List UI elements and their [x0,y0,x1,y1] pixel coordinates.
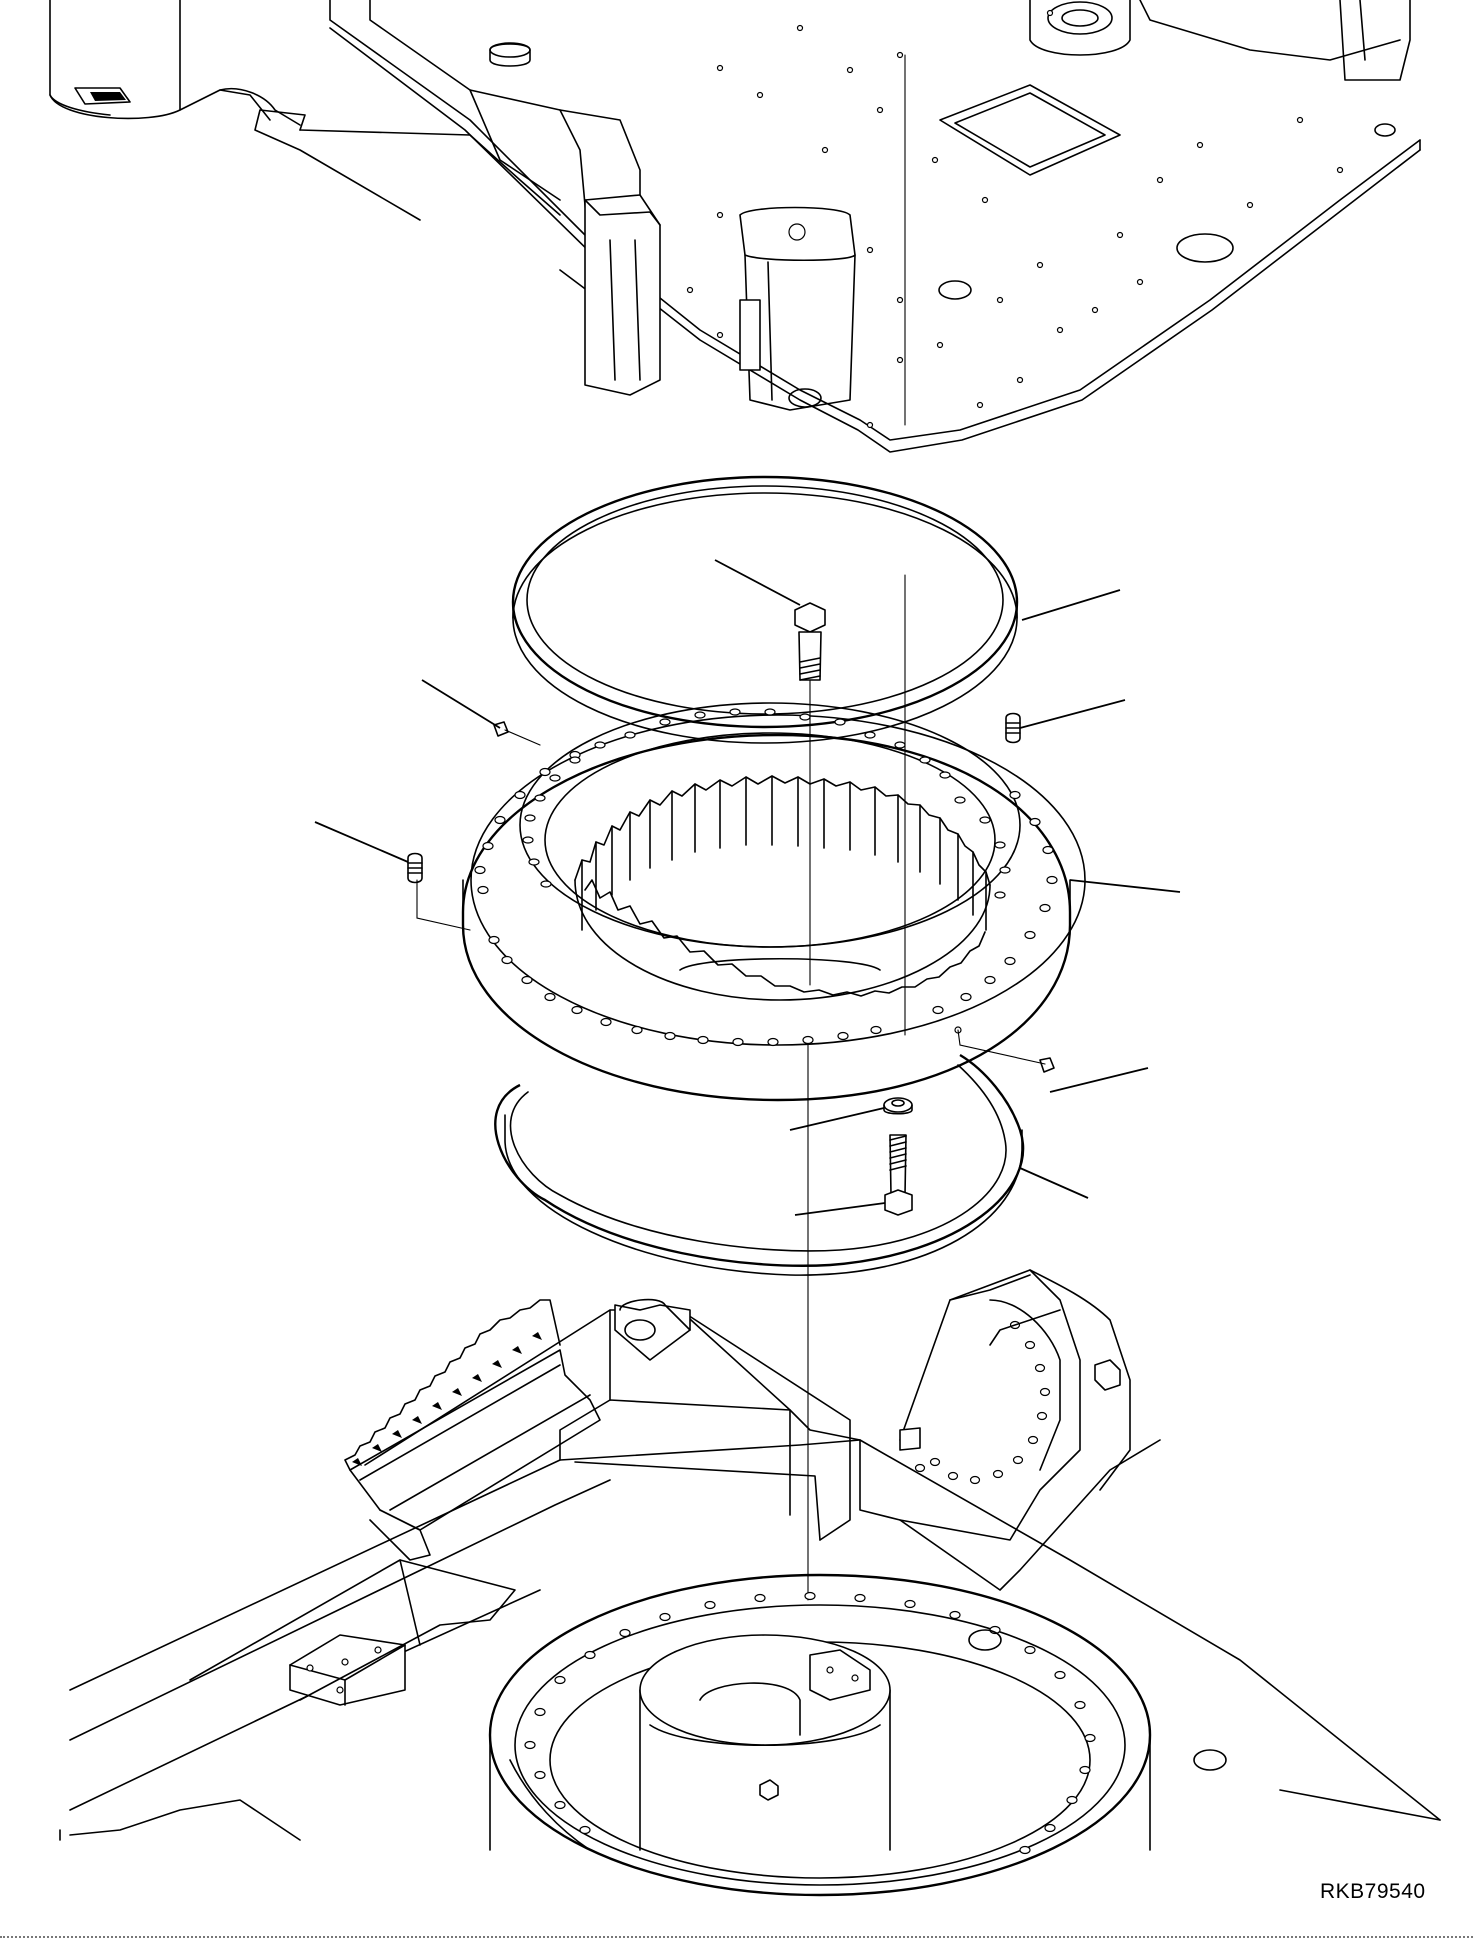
internal-gear-teeth [575,776,990,1000]
swing-circle [463,703,1085,1100]
lower-seal-ring [495,1055,1023,1275]
drawing-id-label: RKB79540 [1320,1880,1426,1903]
seat-bolt-holes [525,1593,1095,1854]
arm-holes [916,1322,1050,1484]
frame-holes [688,11,1343,428]
swing-circle-bolt [795,603,825,985]
leader-lines [315,560,1180,1215]
hardened-washer [884,1098,912,1114]
upper-revolving-frame [50,0,1420,452]
track-frame [60,1270,1440,1895]
swing-circle-bolt-lower [885,1135,912,1215]
swing-bracket-arm [860,1270,1160,1590]
plug [408,714,1054,1073]
cutter-teeth [345,1300,560,1470]
page-bottom-rule [0,1936,1473,1938]
upper-seal-ring [513,477,1017,743]
swing-circle-outer-holes [475,752,1057,1046]
swing-circle-inner-holes [523,709,1010,898]
center-line [808,55,905,1600]
swing-bearing-seat [490,1575,1150,1895]
grease-fitting [494,722,961,1033]
